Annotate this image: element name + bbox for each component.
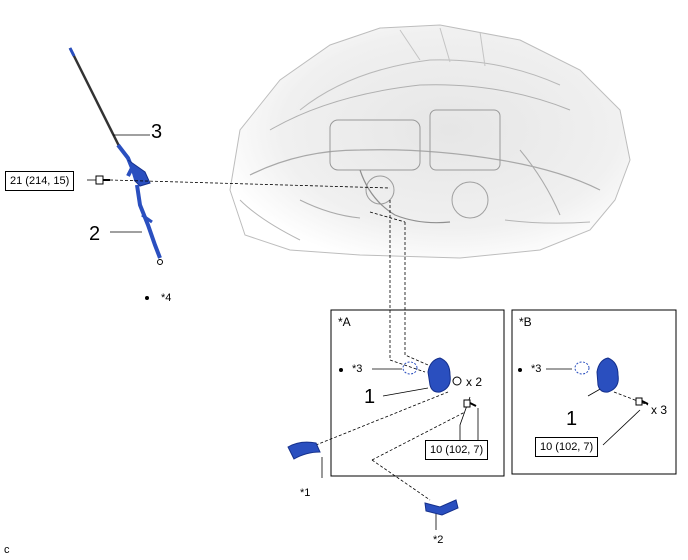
guide-bolt-icon [95, 175, 110, 185]
callout-part-2: 2 [89, 223, 101, 245]
bullet-dot [339, 368, 343, 372]
bullet-dot [518, 368, 522, 372]
panel-a-frame [330, 309, 505, 477]
callout-part-3: 3 [151, 121, 163, 143]
note-star1: *1 [300, 487, 311, 499]
panel-b-parts [574, 357, 649, 406]
note-star2: *2 [433, 534, 444, 546]
note-star4: *4 [161, 292, 172, 304]
panel-a-label: *A [338, 315, 351, 329]
part-star1-icon [287, 441, 321, 460]
note-star3-a: *3 [352, 363, 363, 375]
torque-spec-panel-a: 10 (102, 7) [425, 440, 489, 460]
bullet-dot [145, 296, 149, 300]
panel-a-parts [402, 357, 477, 408]
panel-b-label: *B [519, 315, 532, 329]
oil-level-gauge-part-3 [68, 47, 135, 177]
figure-code: c [4, 544, 10, 556]
bolt-quantity-a: x 2 [466, 375, 483, 389]
torque-spec-dipstick-bolt: 21 (214, 15) [5, 171, 75, 191]
part-star2-icon [424, 499, 459, 516]
bolt-quantity-b: x 3 [651, 403, 668, 417]
callout-part-1-a: 1 [364, 386, 376, 408]
panel-b-frame [511, 309, 677, 475]
callout-part-1-b: 1 [566, 408, 578, 430]
engine-compartment-illustration [229, 24, 631, 259]
note-star3-b: *3 [531, 363, 542, 375]
oil-level-gauge-guide-part-2 [127, 159, 163, 265]
torque-spec-panel-b: 10 (102, 7) [535, 437, 599, 457]
